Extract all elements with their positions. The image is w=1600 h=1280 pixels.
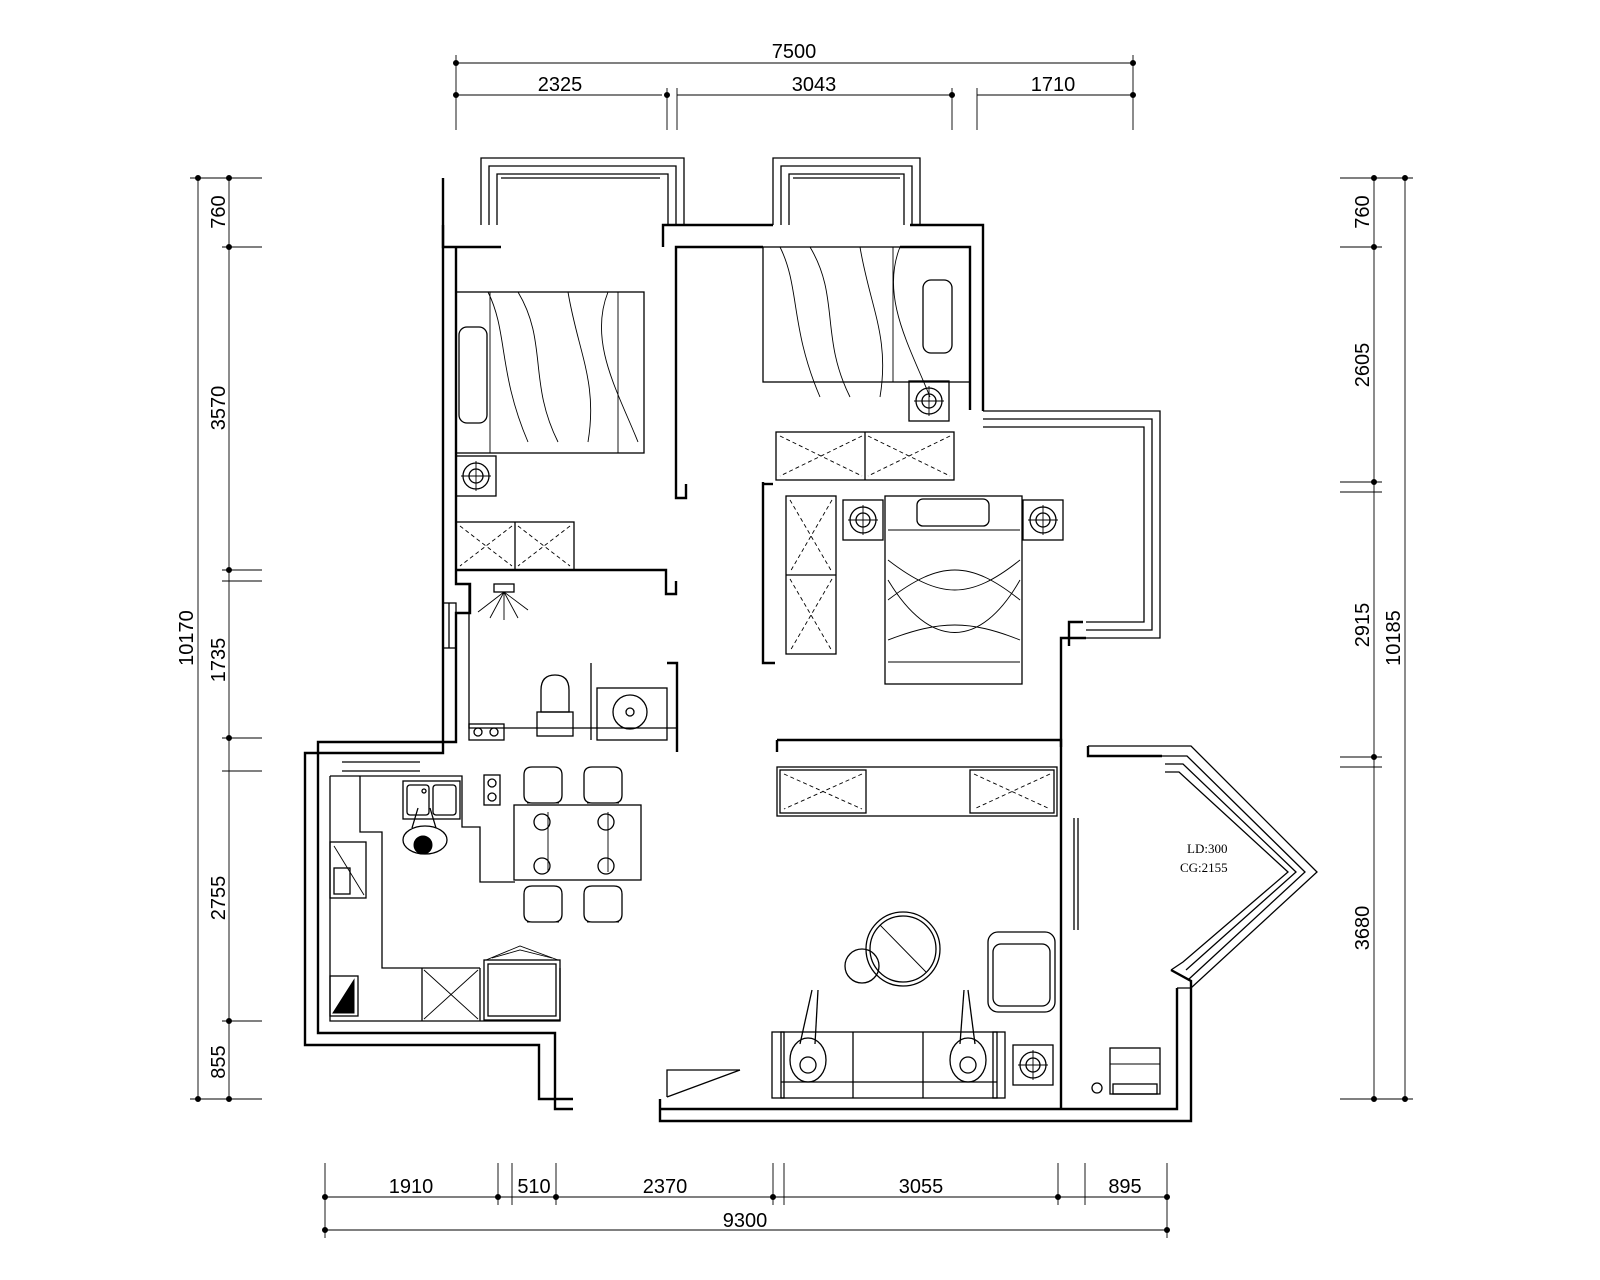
bay-window-right <box>1088 745 1318 989</box>
bathroom-basin <box>596 687 668 741</box>
kitchen-stove <box>329 841 367 899</box>
dining-table <box>513 804 642 881</box>
right-dimension-line <box>1340 175 1413 1102</box>
window-bathroom <box>442 602 457 649</box>
bedroom-1-lamp <box>455 455 497 497</box>
dining-chair-1 <box>523 766 563 804</box>
dining-chair-3 <box>523 885 563 923</box>
bathroom-outlets <box>468 723 505 741</box>
dim-top-seg-1: 2325 <box>538 74 583 96</box>
dim-right-seg-4: 3680 <box>1352 906 1374 951</box>
living-cabinet <box>776 766 1058 817</box>
dim-left-seg-4: 2755 <box>208 876 230 921</box>
balcony-top-right <box>772 157 921 225</box>
bedroom-2-wardrobe <box>775 431 955 481</box>
annotation-cg: CG:2155 <box>1180 860 1228 875</box>
bedroom-1-bed <box>455 291 645 454</box>
exterior-walls <box>303 178 1193 1123</box>
dim-left-seg-3: 1735 <box>208 638 230 683</box>
dim-top-seg-3: 1710 <box>1031 74 1076 96</box>
balcony-right <box>983 410 1161 639</box>
sofa <box>771 1031 1006 1099</box>
study-printer <box>1109 1047 1161 1095</box>
window-kitchen <box>342 752 420 772</box>
armchair <box>987 931 1056 1013</box>
dim-top-total: 7500 <box>772 41 817 63</box>
bedroom-2-bed <box>762 246 971 398</box>
sofa-person-right <box>949 989 987 1083</box>
kitchen-sink <box>402 780 461 820</box>
kitchen-appliance <box>483 945 561 1021</box>
dim-left-seg-1: 760 <box>208 195 230 228</box>
top-dimension-line <box>453 55 1136 130</box>
entry-stair <box>666 1069 741 1098</box>
study-outlet <box>1091 1082 1103 1094</box>
kitchen-person <box>402 807 448 855</box>
balcony-top-left <box>480 157 685 225</box>
kitchen-fridge <box>329 975 359 1017</box>
bottom-dimension-line <box>322 1163 1170 1238</box>
dim-bottom-seg-1: 1910 <box>389 1176 434 1198</box>
left-dimension-line <box>190 175 262 1102</box>
dim-right-seg-2: 2605 <box>1352 343 1374 388</box>
dim-bottom-seg-5: 895 <box>1108 1176 1141 1198</box>
dim-left-seg-2: 3570 <box>208 386 230 431</box>
dining-chair-4 <box>583 885 623 923</box>
bedroom-1-wardrobe <box>455 521 575 571</box>
dim-right-seg-3: 2915 <box>1352 603 1374 648</box>
master-lamp-left <box>842 499 884 541</box>
bathroom-shower <box>477 583 529 620</box>
dim-bottom-seg-3: 2370 <box>643 1176 688 1198</box>
bathroom-toilet <box>536 674 574 737</box>
master-lamp-right <box>1022 499 1064 541</box>
master-wardrobe <box>785 495 837 655</box>
dim-top-seg-2: 3043 <box>792 74 837 96</box>
dim-right-total: 10185 <box>1383 610 1405 666</box>
kitchen-outlets <box>483 774 501 806</box>
annotation-ld: LD:300 <box>1187 841 1227 856</box>
dim-bottom-total: 9300 <box>723 1210 768 1232</box>
dim-left-seg-5: 855 <box>208 1045 230 1078</box>
bedroom-2-lamp <box>908 380 950 422</box>
dim-right-seg-1: 760 <box>1352 195 1374 228</box>
dining-chair-2 <box>583 766 623 804</box>
living-lamp <box>1012 1044 1054 1086</box>
dim-bottom-seg-2: 510 <box>517 1176 550 1198</box>
sofa-person-left <box>789 989 827 1083</box>
dim-bottom-seg-4: 3055 <box>899 1176 944 1198</box>
dim-left-total: 10170 <box>176 610 198 666</box>
master-bed <box>884 495 1023 685</box>
coffee-table <box>844 911 941 987</box>
